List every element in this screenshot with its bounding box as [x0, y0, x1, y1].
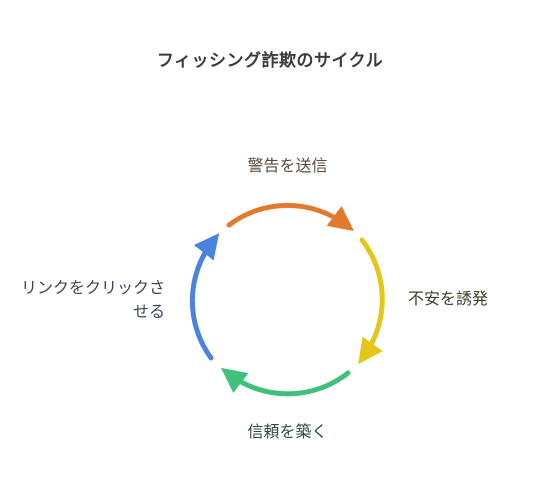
cycle-arrow-send-warning — [226, 202, 354, 232]
diagram-title: フィッシング詐欺のサイクル — [156, 51, 384, 71]
step-label-induce-anxiety: 不安を誘発 — [408, 289, 489, 308]
cycle-arrow-induce-click — [189, 233, 220, 361]
step-label-induce-click: リンクをクリックさせる — [20, 278, 165, 321]
step-label-build-trust: 信頼を築く — [247, 422, 328, 441]
cycle-arrow-build-trust — [221, 367, 351, 397]
step-label-send-warning: 警告を送信 — [247, 156, 328, 175]
cycle-arrow-induce-anxiety — [358, 237, 385, 365]
